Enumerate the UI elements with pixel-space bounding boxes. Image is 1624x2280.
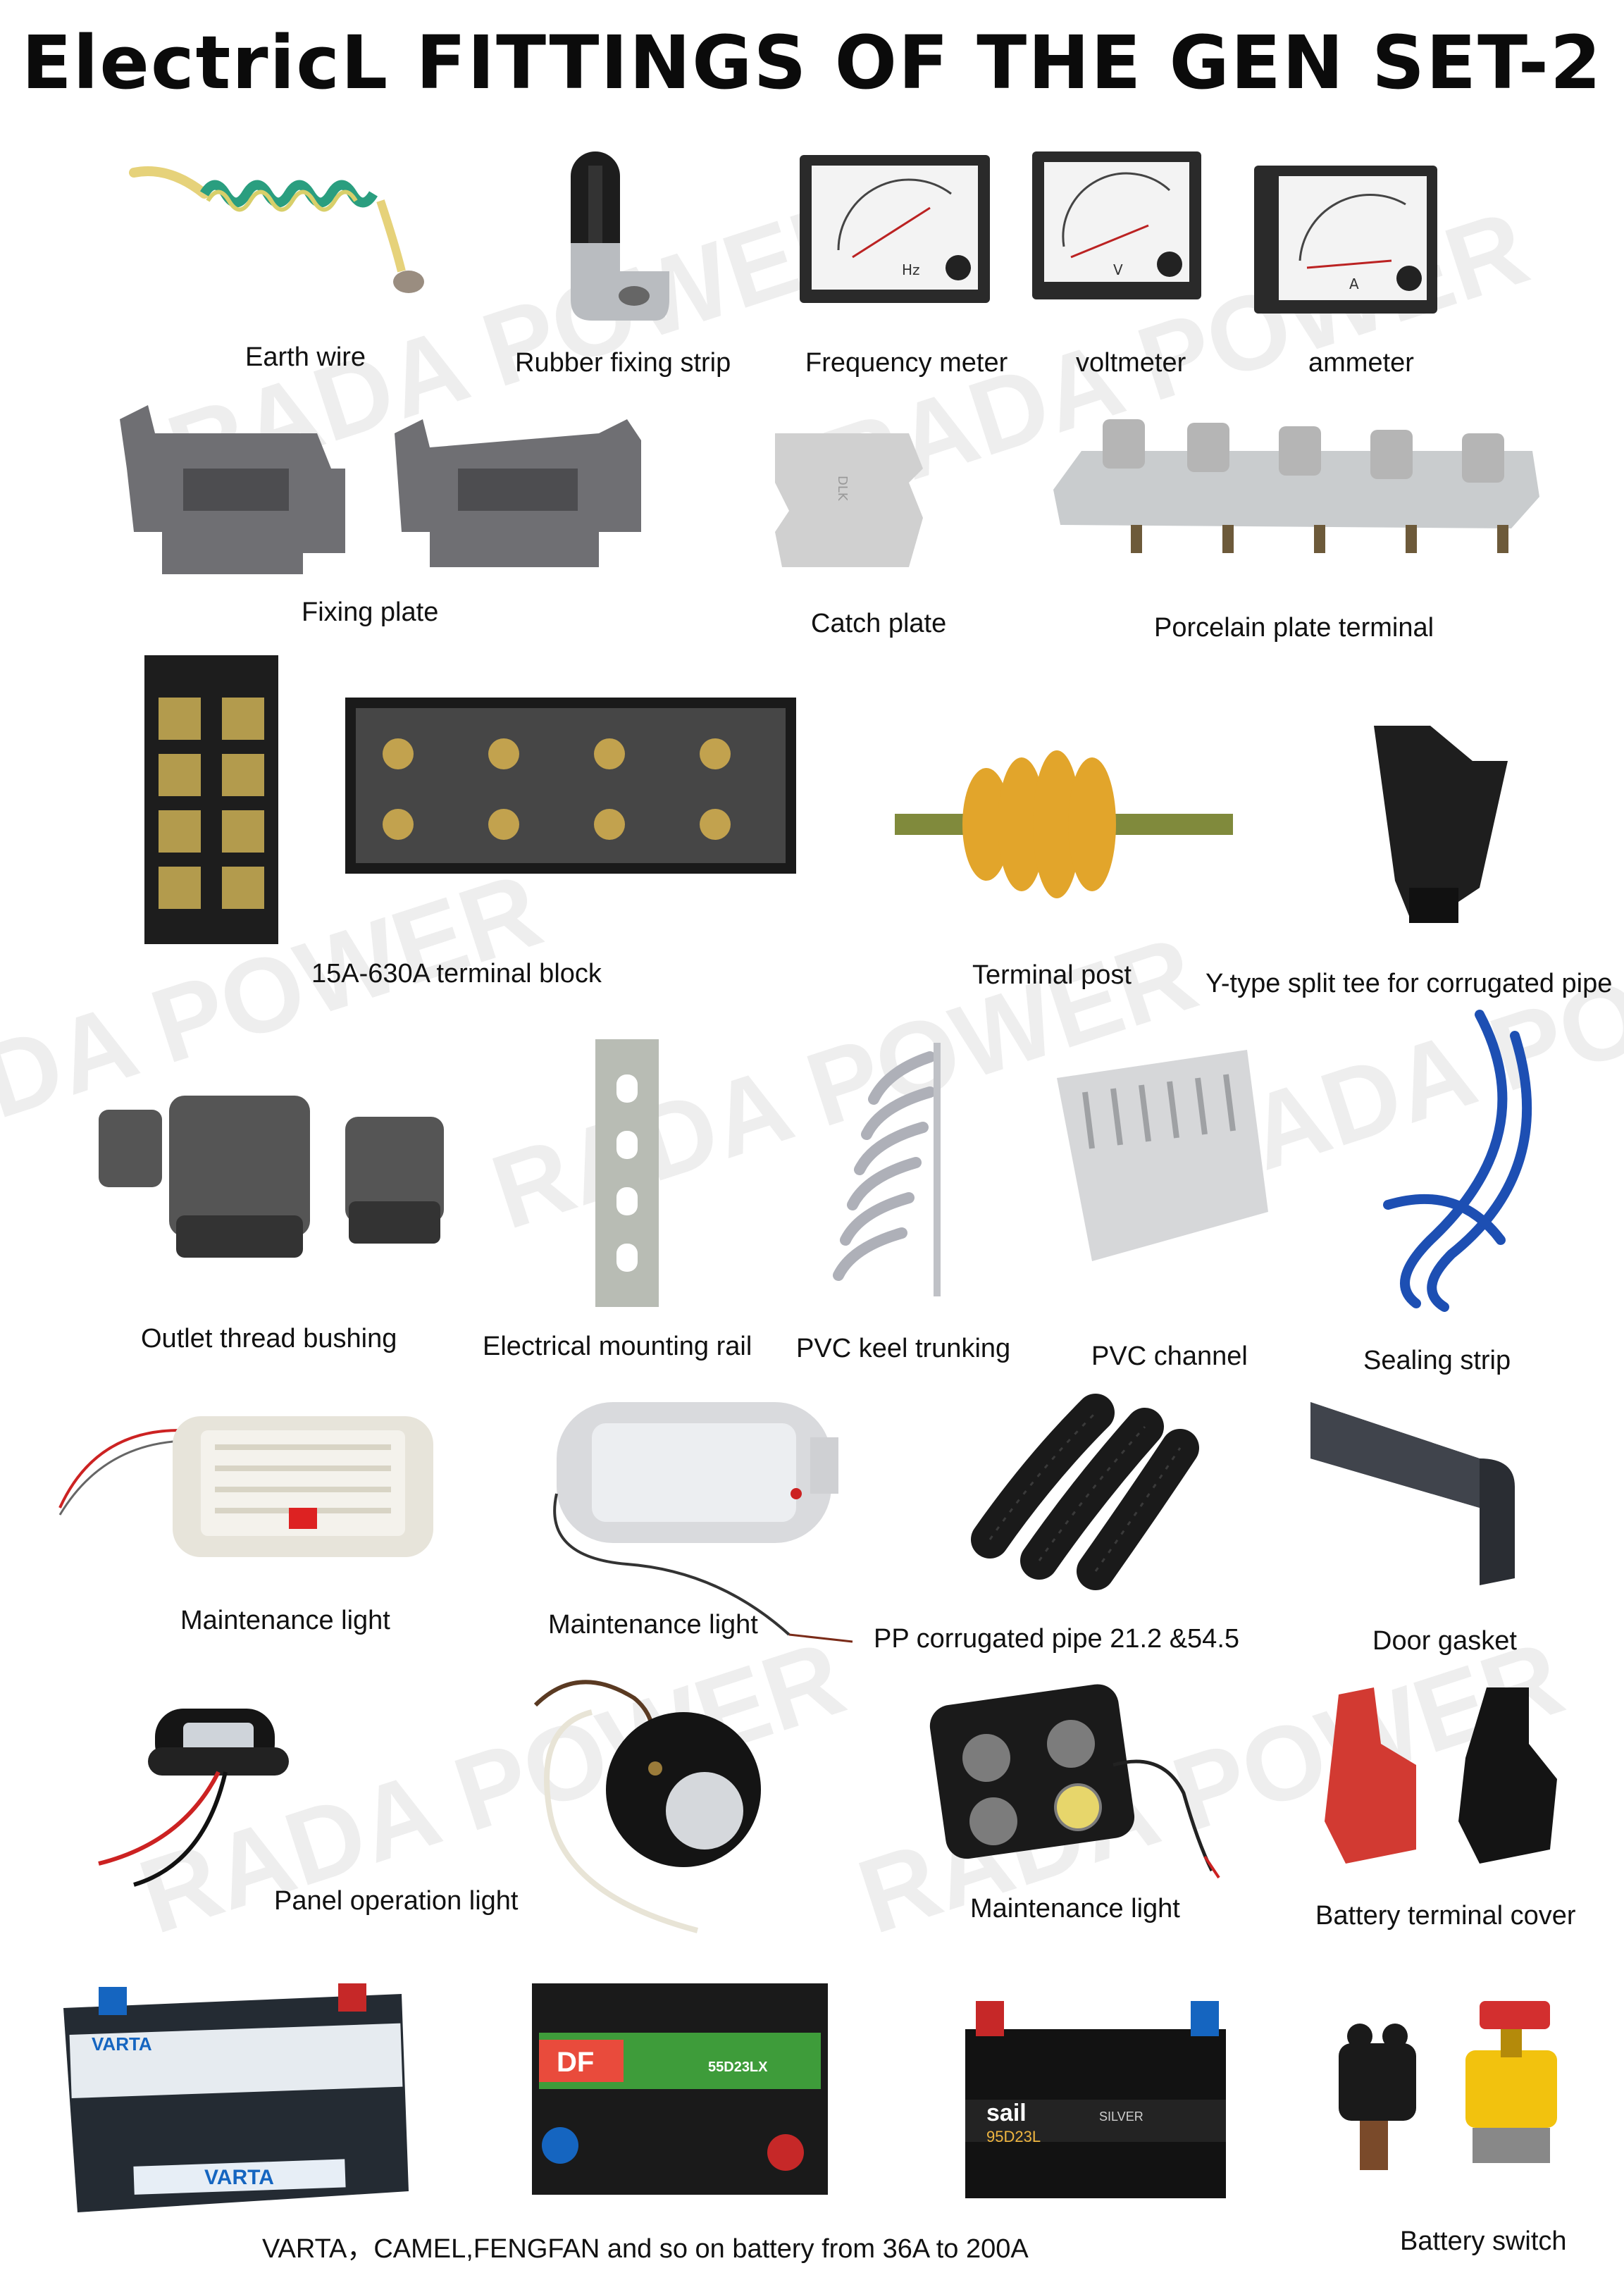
door-gasket-image xyxy=(1310,1402,1515,1585)
caption-pvc-channel: PVC channel xyxy=(1091,1342,1248,1371)
rubber-fixing-strip-image xyxy=(571,151,669,321)
varta-front-label: VARTA xyxy=(204,2166,274,2189)
caption-terminal-post: Terminal post xyxy=(972,960,1132,990)
caption-battery-switch: Battery switch xyxy=(1400,2226,1567,2256)
caption-earth-wire: Earth wire xyxy=(245,342,366,372)
camel-battery-image: DF 55D23LX xyxy=(532,1983,828,2195)
earth-wire-image xyxy=(129,166,424,293)
volt-meter-unit: V xyxy=(1113,261,1123,278)
caption-rubber-fixing-strip: Rubber fixing strip xyxy=(515,348,731,378)
ammeter-image: A xyxy=(1254,166,1437,314)
camel-brand-label: DF xyxy=(557,2047,594,2078)
caption-fixing-plate: Fixing plate xyxy=(302,597,439,627)
caption-outlet-thread-bushing: Outlet thread bushing xyxy=(141,1324,397,1353)
maintenance-light-2-image xyxy=(553,1402,853,1643)
battery-switch-image xyxy=(1339,2001,1557,2170)
caption-battery-terminal-cover: Battery terminal cover xyxy=(1315,1901,1576,1931)
sail-silver-label: SILVER xyxy=(1099,2109,1143,2124)
outlet-thread-bushing-image xyxy=(99,1096,444,1258)
caption-battery-range: VARTA，CAMEL,FENGFAN and so on battery fr… xyxy=(262,2234,1029,2264)
amp-meter-unit: A xyxy=(1349,275,1359,292)
pvc-channel-image xyxy=(1057,1050,1268,1261)
electrical-mounting-rail-image xyxy=(595,1039,659,1307)
caption-panel-operation-light: Panel operation light xyxy=(274,1886,519,1916)
maintenance-light-1-image xyxy=(58,1416,433,1557)
maintenance-light-3-image xyxy=(929,1684,1220,1879)
page-title: ElectricL FITTINGS OF THE GEN SET-2 xyxy=(21,20,1603,106)
caption-pp-corrugated-pipe: PP corrugated pipe 21.2 &54.5 xyxy=(874,1624,1240,1654)
terminal-block-image xyxy=(144,655,796,944)
caption-catch-plate: Catch plate xyxy=(811,609,947,638)
battery-terminal-cover-image xyxy=(1325,1687,1557,1864)
caption-door-gasket: Door gasket xyxy=(1372,1626,1517,1656)
caption-maintenance-light-1: Maintenance light xyxy=(180,1606,390,1635)
caption-ammeter: ammeter xyxy=(1308,348,1414,378)
pvc-keel-trunking-image xyxy=(833,1043,941,1296)
pp-corrugated-pipe-image xyxy=(971,1394,1199,1590)
panel-operation-light-image xyxy=(98,1709,289,1887)
caption-porcelain-plate-terminal: Porcelain plate terminal xyxy=(1154,613,1434,643)
catch-plate-image: DLK xyxy=(775,433,923,567)
caption-sealing-strip: Sealing strip xyxy=(1363,1346,1511,1375)
y-type-split-tee-image xyxy=(1374,726,1508,923)
sail-model-label: 95D23L xyxy=(986,2128,1041,2145)
caption-terminal-block: 15A-630A terminal block xyxy=(311,959,602,989)
caption-frequency-meter: Frequency meter xyxy=(805,348,1008,378)
caption-voltmeter: voltmeter xyxy=(1076,348,1186,378)
freq-meter-unit: Hz xyxy=(902,261,920,278)
caption-maintenance-light-3: Maintenance light xyxy=(970,1894,1180,1923)
voltmeter-image: V xyxy=(1032,151,1201,299)
sail-battery-image: sail SILVER 95D23L xyxy=(965,2001,1226,2198)
fixing-plate-image xyxy=(120,405,641,574)
varta-top-label: VARTA xyxy=(92,2033,152,2055)
varta-battery-image: VARTA VARTA xyxy=(63,1983,409,2212)
camel-model-label: 55D23LX xyxy=(708,2059,768,2075)
caption-maintenance-light-2: Maintenance light xyxy=(548,1610,758,1640)
sealing-strip-image xyxy=(1383,1010,1532,1312)
caption-y-type-split-tee: Y-type split tee for corrugated pipe xyxy=(1205,969,1613,998)
frequency-meter-image: Hz xyxy=(800,155,990,303)
caption-electrical-mounting-rail: Electrical mounting rail xyxy=(483,1332,752,1361)
terminal-post-image xyxy=(895,750,1233,898)
sail-brand-label: sail xyxy=(986,2100,1027,2126)
porcelain-plate-terminal-image xyxy=(1053,419,1539,553)
caption-pvc-keel-trunking: PVC keel trunking xyxy=(796,1334,1011,1363)
round-light-image xyxy=(533,1680,761,1933)
svg-text:DLK: DLK xyxy=(835,476,850,502)
